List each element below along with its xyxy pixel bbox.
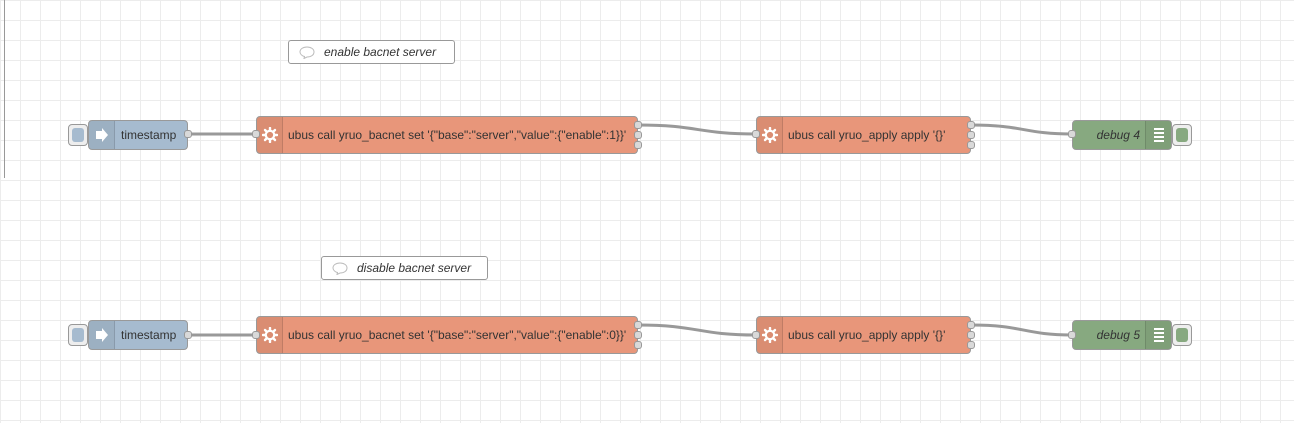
speech-bubble-icon (298, 45, 316, 59)
debug-node-5[interactable]: debug 5 (1072, 320, 1172, 350)
debug-toggle-button[interactable] (1172, 324, 1192, 346)
inject-node-timestamp[interactable]: timestamp (88, 120, 188, 150)
exec-node-apply[interactable]: ubus call yruo_apply apply '{}' (756, 316, 971, 354)
debug-label: debug 4 (1096, 128, 1140, 142)
debug-label: debug 5 (1096, 328, 1140, 342)
debug-input-port[interactable] (1068, 331, 1076, 339)
inject-label: timestamp (121, 128, 177, 142)
exec-node-bacnet-disable[interactable]: ubus call yruo_bacnet set '{"base":"serv… (256, 316, 638, 354)
comment-node-disable[interactable]: disable bacnet server (321, 256, 488, 280)
inject-trigger-indicator (72, 128, 84, 142)
wire-exec1-exec2-2 (637, 323, 757, 337)
inject-node-timestamp[interactable]: timestamp (88, 320, 188, 350)
gear-icon (757, 317, 783, 353)
exec-node-apply[interactable]: ubus call yruo_apply apply '{}' (756, 116, 971, 154)
gear-icon (757, 117, 783, 153)
exec-label: ubus call yruo_bacnet set '{"base":"serv… (288, 328, 627, 342)
gear-icon (257, 117, 283, 153)
exec-node-bacnet-enable[interactable]: ubus call yruo_bacnet set '{"base":"serv… (256, 116, 638, 154)
exec-output-port-stdout[interactable] (634, 321, 642, 329)
inject-label: timestamp (121, 328, 177, 342)
exec-input-port[interactable] (752, 331, 760, 339)
wire-exec2-debug-2 (970, 323, 1073, 337)
gear-icon (257, 317, 283, 353)
exec-label: ubus call yruo_apply apply '{}' (788, 328, 946, 342)
exec-output-port-rc[interactable] (634, 141, 642, 149)
inject-output-port[interactable] (184, 331, 192, 339)
exec-input-port[interactable] (252, 130, 260, 138)
speech-bubble-icon (331, 261, 349, 275)
list-icon (1145, 321, 1171, 349)
exec-output-port-stdout[interactable] (967, 121, 975, 129)
arrow-right-icon (89, 121, 115, 149)
exec-output-port-stderr[interactable] (634, 131, 642, 139)
debug-toggle-indicator (1176, 328, 1188, 342)
debug-toggle-indicator (1176, 128, 1188, 142)
exec-output-port-stdout[interactable] (634, 121, 642, 129)
inject-trigger-indicator (72, 328, 84, 342)
debug-toggle-button[interactable] (1172, 124, 1192, 146)
debug-input-port[interactable] (1068, 130, 1076, 138)
inject-trigger-button[interactable] (68, 324, 88, 346)
exec-output-port-stderr[interactable] (967, 131, 975, 139)
exec-output-port-stderr[interactable] (967, 331, 975, 339)
inject-trigger-button[interactable] (68, 124, 88, 146)
exec-label: ubus call yruo_bacnet set '{"base":"serv… (288, 128, 627, 142)
debug-node-4[interactable]: debug 4 (1072, 120, 1172, 150)
exec-output-port-rc[interactable] (967, 341, 975, 349)
exec-output-port-rc[interactable] (634, 341, 642, 349)
list-icon (1145, 121, 1171, 149)
exec-output-port-stderr[interactable] (634, 331, 642, 339)
exec-label: ubus call yruo_apply apply '{}' (788, 128, 946, 142)
arrow-right-icon (89, 321, 115, 349)
workspace-left-edge (4, 0, 5, 178)
comment-node-enable[interactable]: enable bacnet server (288, 40, 455, 64)
exec-input-port[interactable] (752, 130, 760, 138)
comment-label: disable bacnet server (357, 261, 472, 275)
comment-label: enable bacnet server (324, 45, 437, 59)
exec-output-port-rc[interactable] (967, 141, 975, 149)
wire-exec2-debug-1 (970, 123, 1073, 136)
exec-output-port-stdout[interactable] (967, 321, 975, 329)
inject-output-port[interactable] (184, 130, 192, 138)
exec-input-port[interactable] (252, 331, 260, 339)
wire-exec1-exec2-1 (637, 123, 757, 136)
